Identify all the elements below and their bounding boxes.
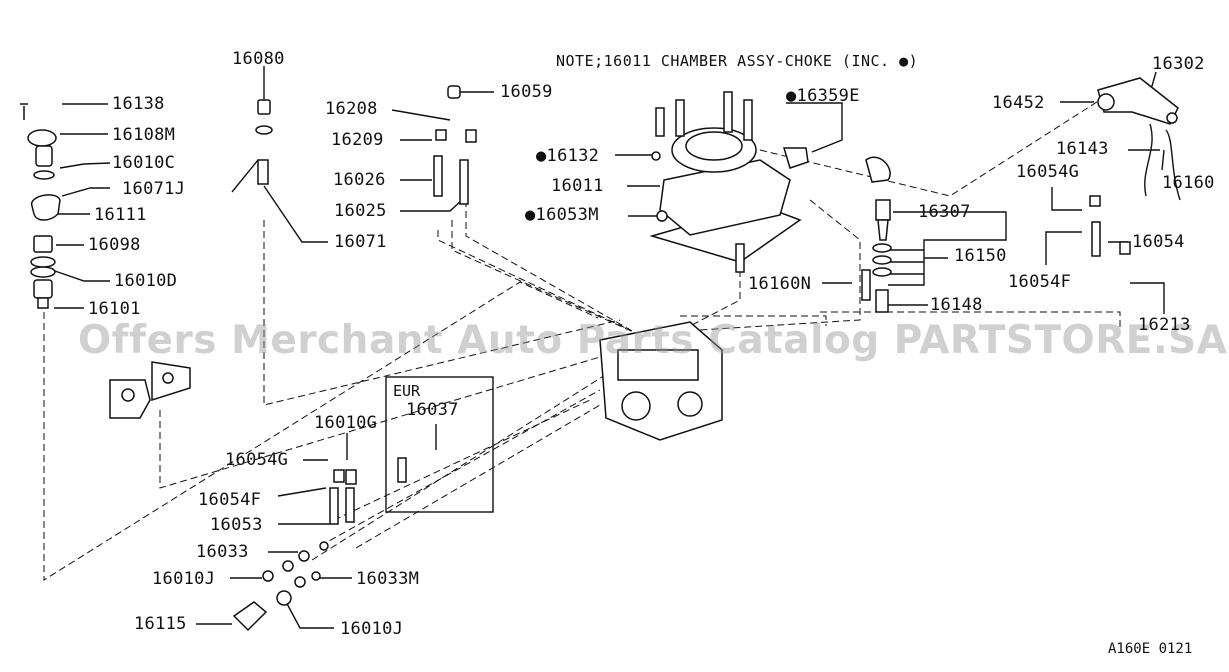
- part-label-16054G-right[interactable]: 16054G: [1016, 162, 1080, 182]
- carburetor-base: [599, 321, 723, 441]
- part-label-16208[interactable]: 16208: [325, 99, 378, 119]
- part-label-16054F-left[interactable]: 16054F: [198, 490, 262, 510]
- diagram-code: A160E 0121: [1108, 641, 1193, 657]
- part-label-16359E[interactable]: ●16359E: [786, 86, 860, 106]
- part-label-16010G[interactable]: 16010G: [314, 413, 378, 433]
- carburetor-top: [649, 91, 809, 263]
- part-label-16132[interactable]: ●16132: [536, 146, 600, 166]
- part-label-16111[interactable]: 16111: [94, 205, 147, 225]
- part-label-16302[interactable]: 16302: [1152, 54, 1205, 74]
- part-label-16010J-b[interactable]: 16010J: [340, 619, 404, 639]
- part-label-16098[interactable]: 16098: [88, 235, 141, 255]
- diagram-note: NOTE;16011 CHAMBER ASSY-CHOKE (INC. ●): [556, 52, 919, 70]
- watermark-text: Offers Merchant Auto Parts Catalog PARTS…: [78, 318, 1228, 363]
- leader-lines: [51, 66, 1165, 629]
- part-label-16150[interactable]: 16150: [954, 246, 1007, 266]
- part-label-16108M[interactable]: 16108M: [112, 125, 176, 145]
- part-label-16071J[interactable]: 16071J: [122, 179, 186, 199]
- part-label-16160N[interactable]: 16160N: [748, 274, 812, 294]
- part-label-16053M[interactable]: ●16053M: [525, 205, 599, 225]
- part-label-16033M[interactable]: 16033M: [356, 569, 420, 589]
- part-label-16011[interactable]: 16011: [551, 176, 604, 196]
- part-label-16115[interactable]: 16115: [134, 614, 187, 634]
- left-column-parts: [20, 103, 191, 419]
- part-label-16071[interactable]: 16071: [334, 232, 387, 252]
- part-label-16010C[interactable]: 16010C: [112, 153, 176, 173]
- part-label-16010J-a[interactable]: 16010J: [152, 569, 216, 589]
- jet-parts-column: [255, 85, 477, 205]
- bottom-small-parts: [232, 457, 407, 632]
- part-label-16054F-right[interactable]: 16054F: [1008, 272, 1072, 292]
- part-label-16138[interactable]: 16138: [112, 94, 165, 114]
- part-label-16059[interactable]: 16059: [500, 82, 553, 102]
- eur-box-title: EUR: [393, 382, 421, 400]
- part-label-16209[interactable]: 16209: [331, 130, 384, 150]
- part-label-16101[interactable]: 16101: [88, 299, 141, 319]
- right-side-parts: [735, 77, 1181, 313]
- part-label-16033[interactable]: 16033: [196, 542, 249, 562]
- part-label-16054G-left[interactable]: 16054G: [225, 450, 289, 470]
- part-label-16148[interactable]: 16148: [930, 295, 983, 315]
- part-label-16213[interactable]: 16213: [1138, 315, 1191, 335]
- eur-inset-box: [385, 376, 494, 513]
- part-label-16452[interactable]: 16452: [992, 93, 1045, 113]
- assembly-dashed-lines: [43, 99, 1121, 581]
- part-label-16026[interactable]: 16026: [333, 170, 386, 190]
- part-label-16053[interactable]: 16053: [210, 515, 263, 535]
- part-label-16054[interactable]: 16054: [1132, 232, 1185, 252]
- part-label-16037[interactable]: 16037: [406, 400, 459, 420]
- part-label-16160[interactable]: 16160: [1162, 173, 1215, 193]
- part-label-16080[interactable]: 16080: [232, 49, 285, 69]
- part-label-16143[interactable]: 16143: [1056, 139, 1109, 159]
- part-label-16307[interactable]: 16307: [918, 202, 971, 222]
- part-label-16025[interactable]: 16025: [334, 201, 387, 221]
- part-label-16010D[interactable]: 16010D: [114, 271, 178, 291]
